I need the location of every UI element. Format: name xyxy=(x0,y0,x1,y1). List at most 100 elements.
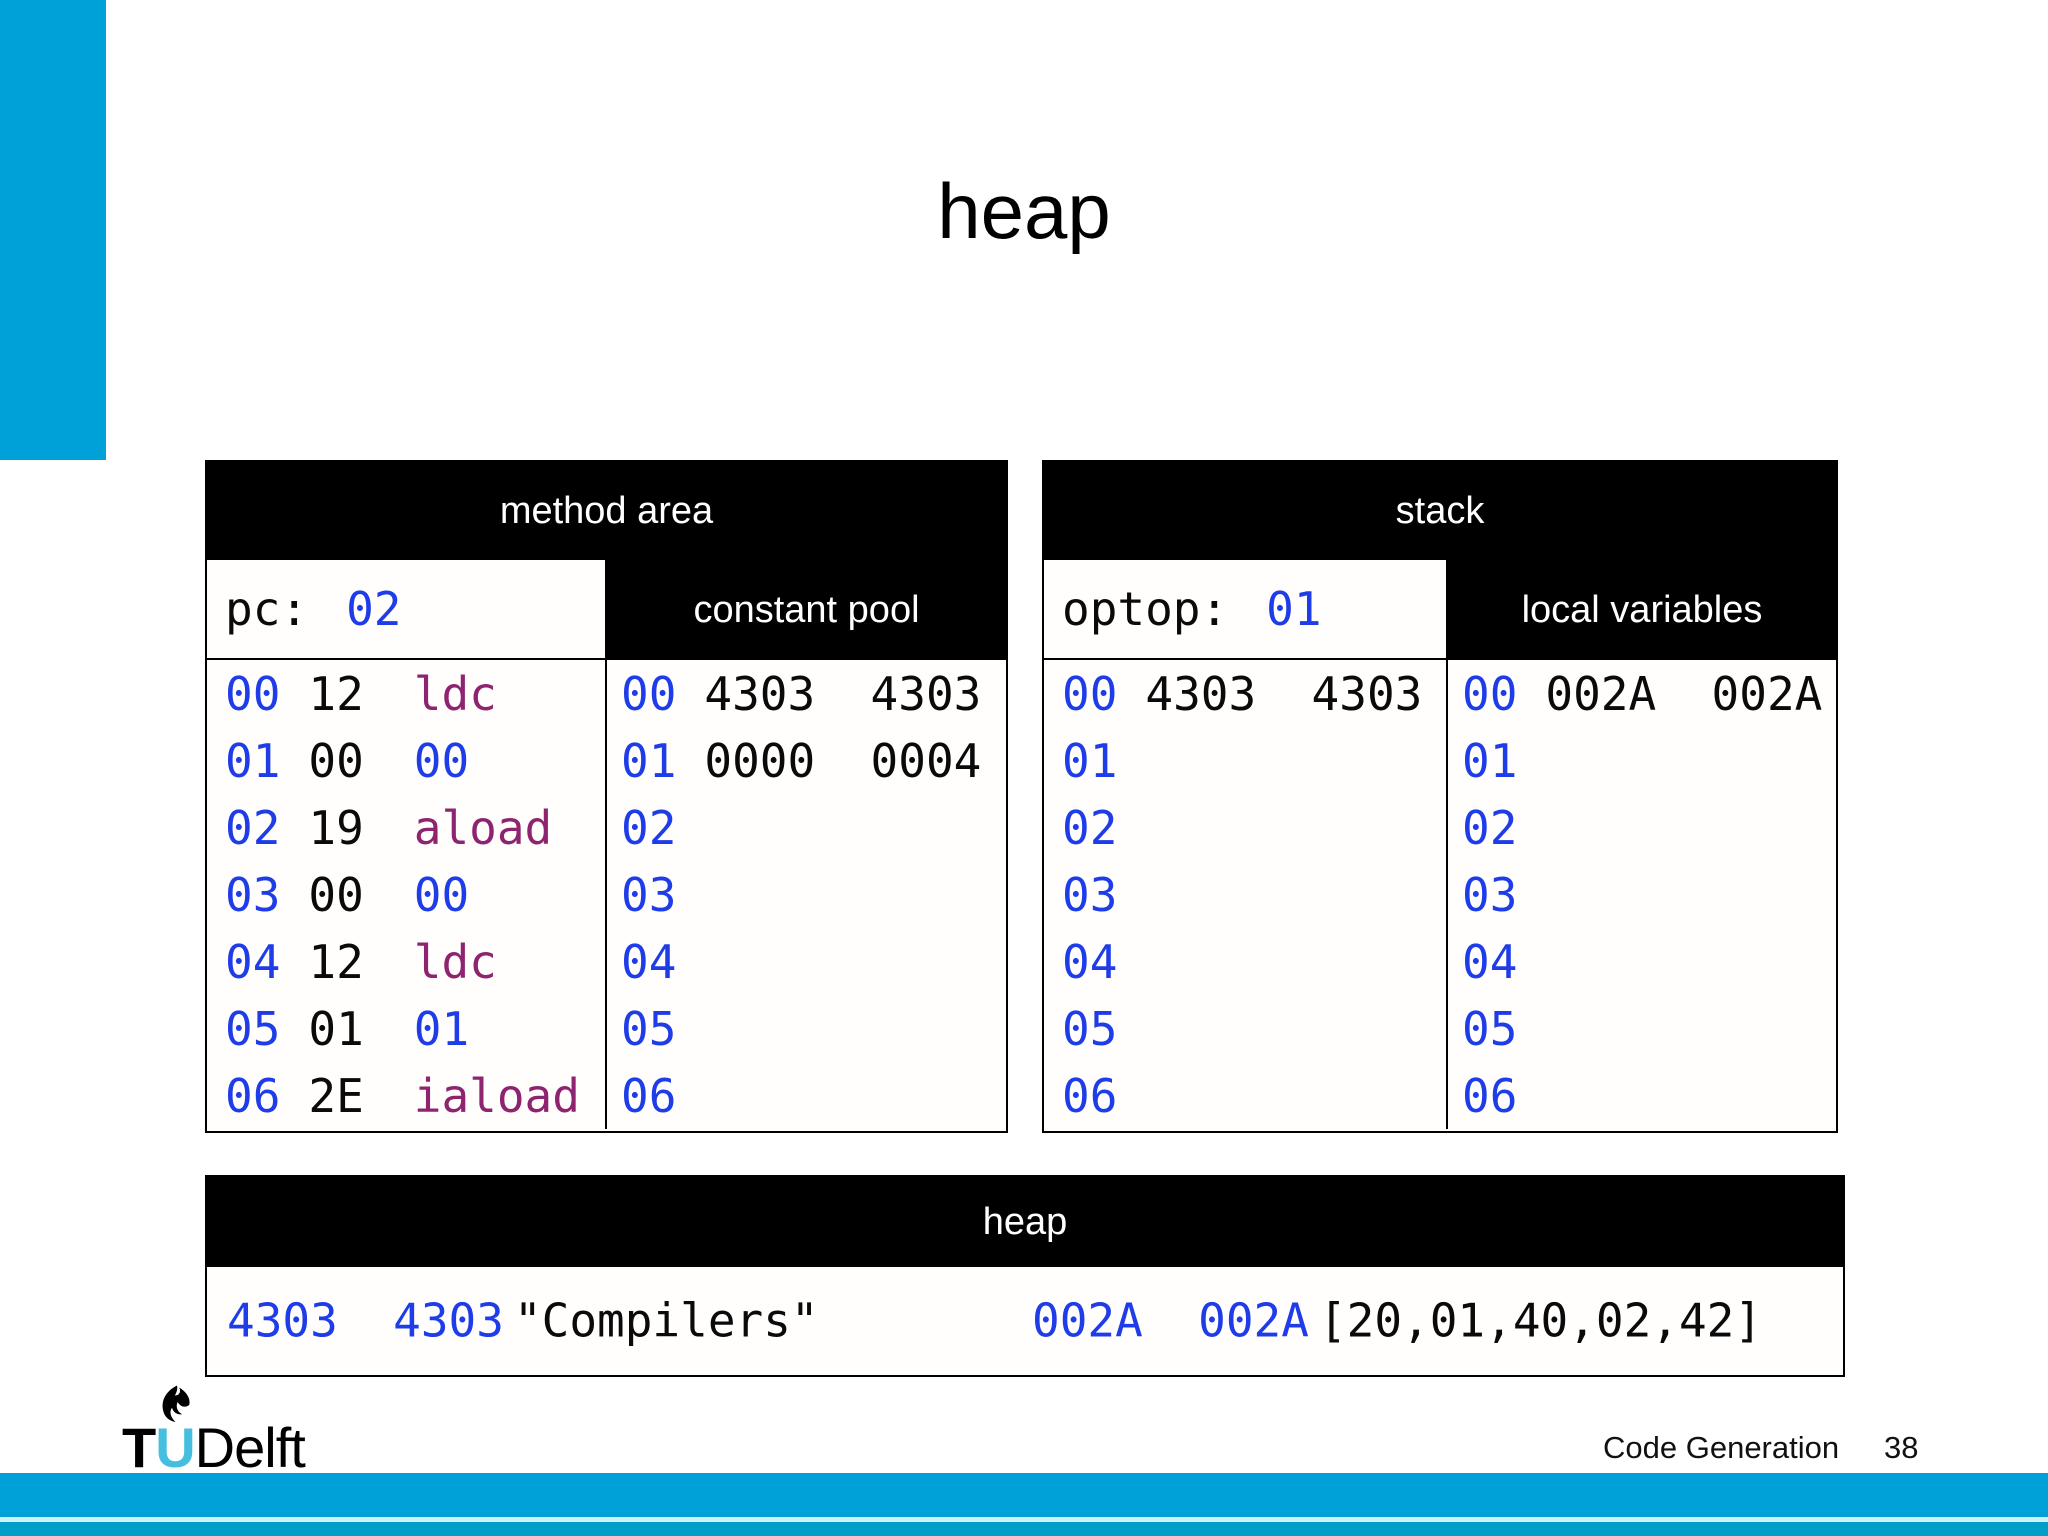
logo-letter-t: T xyxy=(122,1416,156,1479)
local-variable-row: 03 xyxy=(1462,861,1836,928)
pool-index: 05 xyxy=(621,1001,677,1056)
pool-index: 06 xyxy=(621,1068,677,1123)
bytecode-row: 03 00 00 xyxy=(225,861,605,928)
local-variable-row: 04 xyxy=(1462,928,1836,995)
optop-label: optop: xyxy=(1062,582,1229,636)
optop-register-cell: optop: 01 xyxy=(1044,560,1448,660)
stack-index: 00 xyxy=(1062,666,1118,721)
stack-table: stack optop: 01 local variables 00 4303 … xyxy=(1042,460,1838,1133)
stack-index: 06 xyxy=(1062,1068,1118,1123)
bytecode-row: 01 00 00 xyxy=(225,727,605,794)
local-variable-row: 06 xyxy=(1462,1062,1836,1129)
constant-pool-header: constant pool xyxy=(607,560,1006,660)
stack-index: 05 xyxy=(1062,1001,1118,1056)
byte-value: 01 xyxy=(308,1001,364,1056)
byte-offset: 00 xyxy=(225,666,281,721)
bytecode-row: 00 12 ldc xyxy=(225,660,605,727)
bottom-separator-line xyxy=(0,1517,2048,1522)
pool-index: 03 xyxy=(621,867,677,922)
heap-table: heap 4303 4303 "Compilers" 002A 002A [20… xyxy=(205,1175,1845,1377)
stack-row: 01 xyxy=(1062,727,1446,794)
mnemonic: ldc xyxy=(413,666,497,721)
byte-offset: 01 xyxy=(225,733,281,788)
stack-index: 04 xyxy=(1062,934,1118,989)
heap-value: [20,01,40,02,42] xyxy=(1318,1293,1763,1347)
constant-pool-row: 00 4303 4303 xyxy=(621,660,1006,727)
constant-pool-row: 02 xyxy=(621,794,1006,861)
bytecode-row: 06 2E iaload xyxy=(225,1062,605,1129)
bottom-accent-strip xyxy=(0,1522,2048,1536)
flame-icon xyxy=(148,1384,206,1435)
local-index: 03 xyxy=(1462,867,1518,922)
operand: 00 xyxy=(413,867,470,922)
byte-offset: 05 xyxy=(225,1001,281,1056)
pool-value: 4303 4303 xyxy=(704,666,982,721)
operand-stack-listing: 00 4303 4303 01 02 03 04 xyxy=(1044,660,1448,1129)
heap-value: "Compilers" xyxy=(513,1293,819,1347)
pc-value: 02 xyxy=(346,582,402,636)
heap-entry: 4303 4303 "Compilers" xyxy=(227,1287,819,1354)
local-index: 02 xyxy=(1462,800,1518,855)
pool-index: 04 xyxy=(621,934,677,989)
pool-index: 02 xyxy=(621,800,677,855)
mnemonic: ldc xyxy=(413,934,497,989)
heap-address: 4303 4303 xyxy=(227,1293,504,1347)
heap-address: 002A 002A xyxy=(1032,1293,1309,1347)
mnemonic: iaload xyxy=(413,1068,580,1123)
slide-title: heap xyxy=(937,167,1111,255)
stack-index: 02 xyxy=(1062,800,1118,855)
bytecode-listing: 00 12 ldc 01 00 00 02 19 aload 03 00 xyxy=(207,660,607,1129)
byte-value: 12 xyxy=(308,666,364,721)
constant-pool-row: 06 xyxy=(621,1062,1006,1129)
logo-letter-u: U xyxy=(155,1416,195,1479)
method-area-table: method area pc: 02 constant pool 00 12 l… xyxy=(205,460,1008,1133)
byte-value: 19 xyxy=(308,800,364,855)
local-variable-row: 00 002A 002A xyxy=(1462,660,1836,727)
local-variables-listing: 00 002A 002A 01 02 03 04 xyxy=(1448,660,1836,1129)
bottom-accent-bar xyxy=(0,1473,2048,1517)
local-variables-header: local variables xyxy=(1448,560,1836,660)
stack-row: 02 xyxy=(1062,794,1446,861)
course-label: Code Generation xyxy=(1603,1430,1840,1465)
heap-listing: 4303 4303 "Compilers" 002A 002A [20,01,4… xyxy=(207,1267,1843,1373)
constant-pool-row: 05 xyxy=(621,995,1006,1062)
stack-value: 4303 4303 xyxy=(1145,666,1423,721)
method-area-header: method area xyxy=(207,462,1006,560)
local-value: 002A 002A xyxy=(1545,666,1823,721)
stack-row: 04 xyxy=(1062,928,1446,995)
heap-header: heap xyxy=(207,1177,1843,1267)
stack-row: 05 xyxy=(1062,995,1446,1062)
local-variable-row: 02 xyxy=(1462,794,1836,861)
page-number: 38 xyxy=(1884,1430,1919,1465)
byte-value: 12 xyxy=(308,934,364,989)
byte-offset: 03 xyxy=(225,867,281,922)
bytecode-row: 02 19 aload xyxy=(225,794,605,861)
pool-index: 01 xyxy=(621,733,677,788)
stack-index: 03 xyxy=(1062,867,1118,922)
byte-value: 00 xyxy=(308,867,364,922)
local-index: 04 xyxy=(1462,934,1518,989)
local-variable-row: 01 xyxy=(1462,727,1836,794)
byte-value: 2E xyxy=(308,1068,364,1123)
local-index: 00 xyxy=(1462,666,1518,721)
stack-index: 01 xyxy=(1062,733,1118,788)
local-variable-row: 05 xyxy=(1462,995,1836,1062)
logo-text: TUDelft xyxy=(122,1420,306,1476)
constant-pool-row: 01 0000 0004 xyxy=(621,727,1006,794)
operand: 00 xyxy=(413,733,470,788)
byte-offset: 02 xyxy=(225,800,281,855)
constant-pool-listing: 00 4303 4303 01 0000 0004 02 03 04 xyxy=(607,660,1006,1129)
operand: 01 xyxy=(413,1001,470,1056)
pool-value: 0000 0004 xyxy=(704,733,982,788)
pc-register-cell: pc: 02 xyxy=(207,560,607,660)
optop-value: 01 xyxy=(1266,582,1322,636)
heap-entry: 002A 002A [20,01,40,02,42] xyxy=(1032,1287,1762,1354)
constant-pool-row: 04 xyxy=(621,928,1006,995)
pc-label: pc: xyxy=(225,582,309,636)
tu-delft-logo: TUDelft xyxy=(122,1384,442,1484)
stack-row: 03 xyxy=(1062,861,1446,928)
mnemonic: aload xyxy=(413,800,553,855)
stack-row: 00 4303 4303 xyxy=(1062,660,1446,727)
left-accent-strip xyxy=(0,0,106,460)
byte-offset: 04 xyxy=(225,934,281,989)
